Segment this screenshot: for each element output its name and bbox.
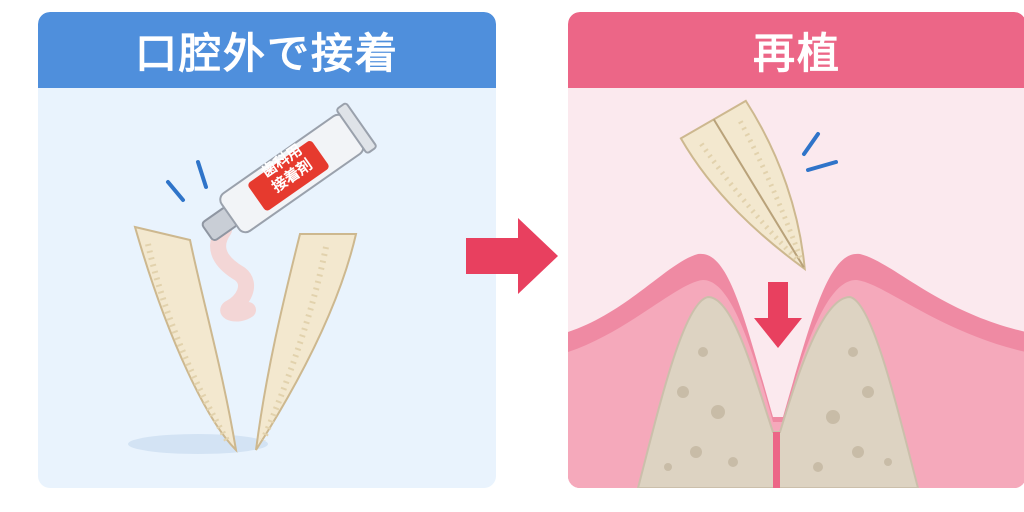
right-panel: 再植 xyxy=(568,12,1024,488)
left-panel-header: 口腔外で接着 xyxy=(38,12,496,88)
right-illustration xyxy=(568,99,1024,488)
left-panel: 口腔外で接着 歯科用 接着剤 xyxy=(38,12,496,488)
adhesive-stream xyxy=(210,222,256,322)
adhesive-tube-icon xyxy=(201,102,377,241)
tooth-shadow xyxy=(128,434,268,454)
right-panel-header: 再植 xyxy=(568,12,1024,88)
gum-bone-icon xyxy=(568,253,1024,488)
left-illustration: 歯科用 接着剤 xyxy=(128,102,377,454)
motion-marks-icon xyxy=(166,160,208,202)
arrow-down-icon xyxy=(754,282,802,348)
rejoined-tooth-icon xyxy=(679,99,806,272)
fractured-tooth-icon xyxy=(133,225,358,453)
right-panel-title: 再植 xyxy=(752,28,841,78)
left-panel-title: 口腔外で接着 xyxy=(134,28,399,78)
motion-marks-icon xyxy=(802,132,838,172)
